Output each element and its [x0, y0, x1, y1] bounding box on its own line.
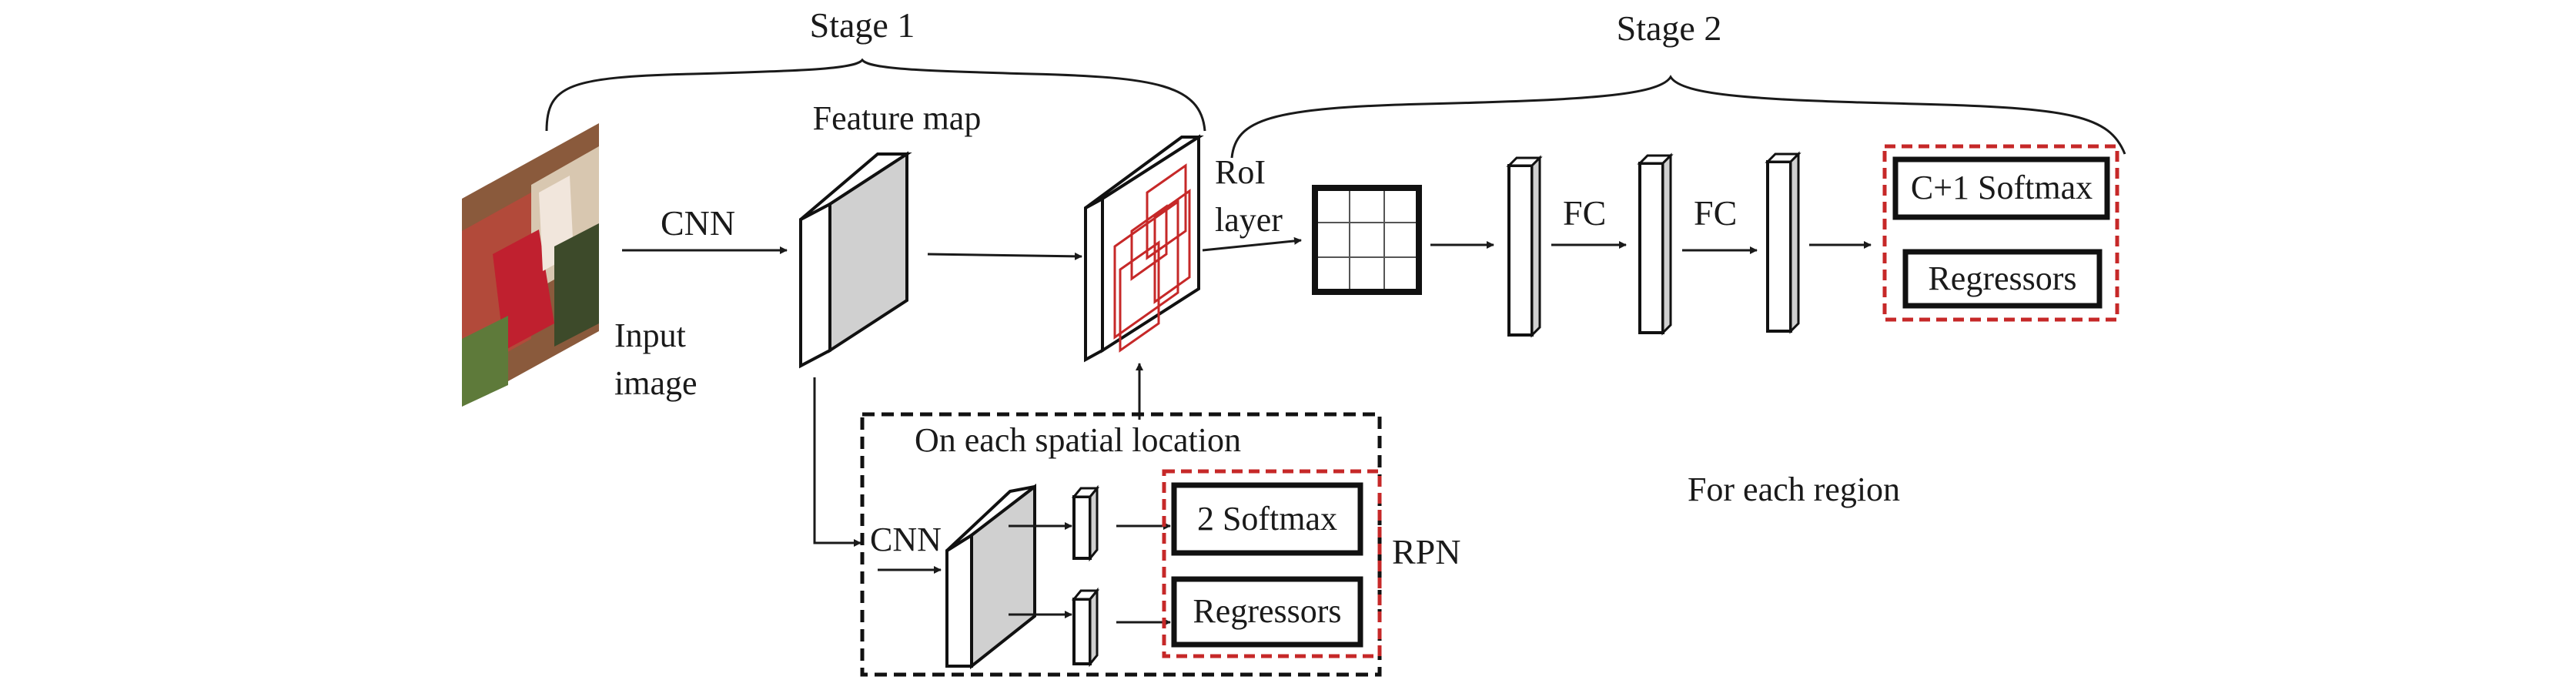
stage1-label: Stage 1	[810, 5, 915, 45]
arrow-to-roi-grid	[1202, 236, 1302, 252]
feature-map-block	[799, 151, 912, 369]
rpn-cls-vector	[1071, 484, 1100, 562]
regressors-rpn-box	[1171, 576, 1363, 648]
for-each-region-label: For each region	[1688, 471, 1900, 508]
input-image-label-line1: Input	[614, 317, 686, 354]
stage2-label: Stage 2	[1617, 8, 1722, 48]
roi-label-line1: RoI	[1215, 153, 1266, 191]
regressors-rpn-label: Regressors	[1193, 592, 1341, 630]
c1-softmax-label: C+1 Softmax	[1911, 169, 2093, 206]
fc-vector-2	[1637, 152, 1674, 336]
rpn-output-dashed-box	[1162, 469, 1382, 658]
rpn-label: RPN	[1392, 532, 1460, 571]
rpn-reg-vector	[1071, 587, 1100, 668]
regressors-top-box	[1902, 249, 2103, 309]
stage2-brace	[1230, 75, 2126, 159]
fc1-label: FC	[1563, 193, 1606, 233]
cnn-rpn-label: CNN	[870, 521, 942, 558]
arrow-feature-to-roi-map	[927, 252, 1082, 260]
c1-softmax-box	[1892, 156, 2110, 220]
roi-pooling-grid	[1312, 185, 1422, 295]
proposal-boxes	[1113, 163, 1191, 353]
softmax-2-box	[1171, 482, 1363, 556]
fc-vector-3	[1765, 151, 1802, 334]
feature-map-label: Feature map	[813, 99, 982, 137]
softmax-2-label: 2 Softmax	[1197, 500, 1337, 538]
fc2-label: FC	[1694, 193, 1737, 233]
stage1-brace	[545, 58, 1206, 132]
proposal-feature-map	[1084, 134, 1204, 363]
fc-vector-1	[1506, 155, 1543, 338]
input-image	[462, 123, 599, 407]
arrow-feature-to-rpn	[813, 377, 861, 547]
cnn-top-label: CNN	[661, 203, 735, 243]
spatial-location-label: On each spatial location	[915, 421, 1241, 459]
rpn-conv-block	[945, 483, 1036, 670]
regressors-top-label: Regressors	[1928, 260, 2076, 297]
input-image-label-line2: image	[614, 364, 698, 402]
roi-label-line2: layer	[1215, 201, 1283, 239]
